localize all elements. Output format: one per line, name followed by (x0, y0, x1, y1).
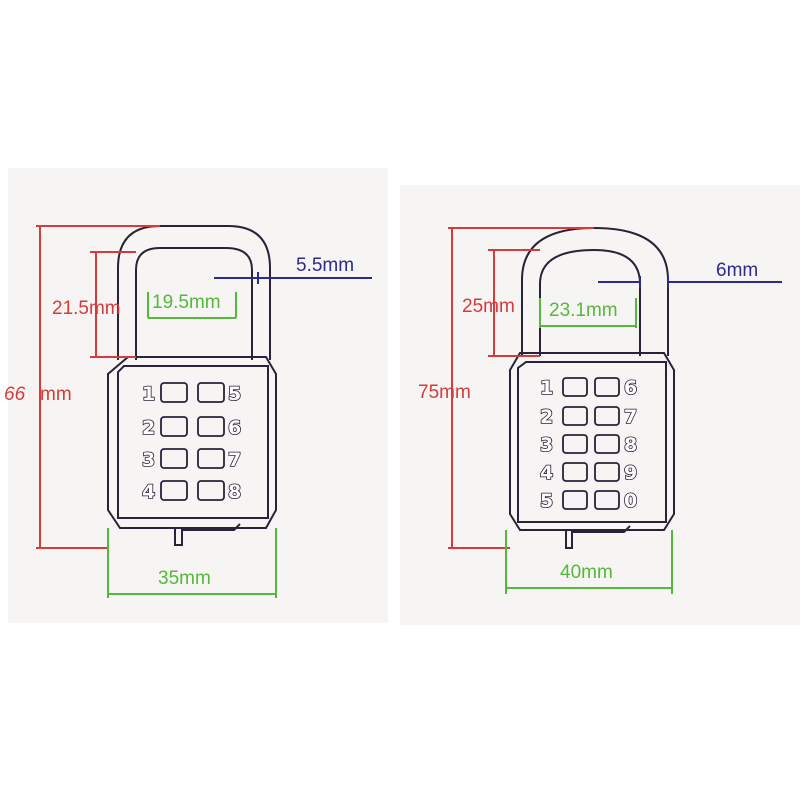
large-digit-left: 1 (540, 377, 553, 399)
large-button (562, 406, 588, 426)
small-padlock (107, 225, 277, 546)
small-shackle-height-dimension (90, 251, 136, 358)
small-body-width-dimension (107, 528, 277, 598)
small-button (160, 480, 188, 501)
small-keypad (160, 382, 225, 501)
large-padlock (509, 226, 675, 549)
small-body-width-label: 35mm (158, 568, 211, 589)
small-digit-left: 4 (142, 481, 155, 503)
large-button (562, 462, 588, 482)
large-shackle-inner (539, 248, 641, 356)
large-release-pin (565, 525, 631, 549)
small-lock-body (107, 356, 277, 529)
small-shackle-height-label: 21.5mm (52, 298, 121, 319)
large-button (594, 377, 620, 397)
large-button (594, 490, 620, 510)
small-shackle-thickness-dimension (214, 272, 372, 284)
large-digit-right: 8 (624, 434, 637, 456)
large-digit-left: 5 (540, 490, 553, 512)
small-button (197, 480, 225, 501)
small-digit-left: 2 (142, 417, 155, 439)
small-lock-face (117, 365, 269, 519)
large-digit-right: 0 (624, 490, 637, 512)
small-shackle-thickness-label: 5.5mm (296, 255, 354, 276)
small-button (197, 382, 225, 403)
small-digit-right: 8 (228, 481, 241, 503)
large-digit-right: 6 (624, 377, 637, 399)
small-inner-width-label: 19.5mm (152, 292, 221, 313)
large-shackle-thickness-dimension (598, 276, 782, 288)
large-shackle-height-dimension (488, 249, 540, 357)
large-height-dimension (448, 227, 594, 549)
small-digit-right: 6 (228, 417, 241, 439)
small-height-dimension (36, 225, 160, 549)
large-button (562, 377, 588, 397)
large-digit-right: 7 (624, 406, 637, 428)
small-digit-left: 1 (142, 383, 155, 405)
large-height-label: 75mm (418, 382, 471, 403)
small-digit-left: 3 (142, 449, 155, 471)
large-inner-width-dimension (539, 298, 637, 328)
small-inner-width-dimension (147, 292, 237, 319)
large-digit-left: 3 (540, 434, 553, 456)
large-body-width-dimension (505, 530, 673, 594)
small-digit-right: 7 (228, 449, 241, 471)
small-button (160, 448, 188, 469)
large-lock-body (509, 352, 675, 531)
large-keypad-digits: 1 2 3 4 5 6 7 8 9 0 (539, 376, 638, 513)
large-lock-face (517, 361, 667, 523)
small-button (197, 448, 225, 469)
large-button (594, 434, 620, 454)
large-inner-width-label: 23.1mm (549, 300, 618, 321)
small-button (197, 416, 225, 437)
small-height-value: 66 (4, 384, 26, 405)
large-body-width-label: 40mm (560, 562, 613, 583)
small-release-pin (174, 523, 241, 546)
large-digit-right: 9 (624, 462, 637, 484)
small-keypad-digits: 1 2 3 4 5 6 7 8 (141, 382, 242, 504)
small-button (160, 416, 188, 437)
large-button (594, 406, 620, 426)
large-digit-left: 2 (540, 406, 553, 428)
small-button (160, 382, 188, 403)
large-button (562, 434, 588, 454)
small-shackle-inner (135, 247, 253, 360)
large-shackle-thickness-label: 6mm (716, 260, 758, 281)
large-digit-left: 4 (540, 462, 553, 484)
large-shackle-height-label: 25mm (462, 296, 515, 317)
large-button (594, 462, 620, 482)
large-keypad (562, 377, 620, 510)
right-panel (400, 185, 800, 625)
large-button (562, 490, 588, 510)
small-digit-right: 5 (228, 383, 241, 405)
small-shackle-outer (117, 225, 271, 360)
small-height-unit: mm (40, 384, 72, 405)
